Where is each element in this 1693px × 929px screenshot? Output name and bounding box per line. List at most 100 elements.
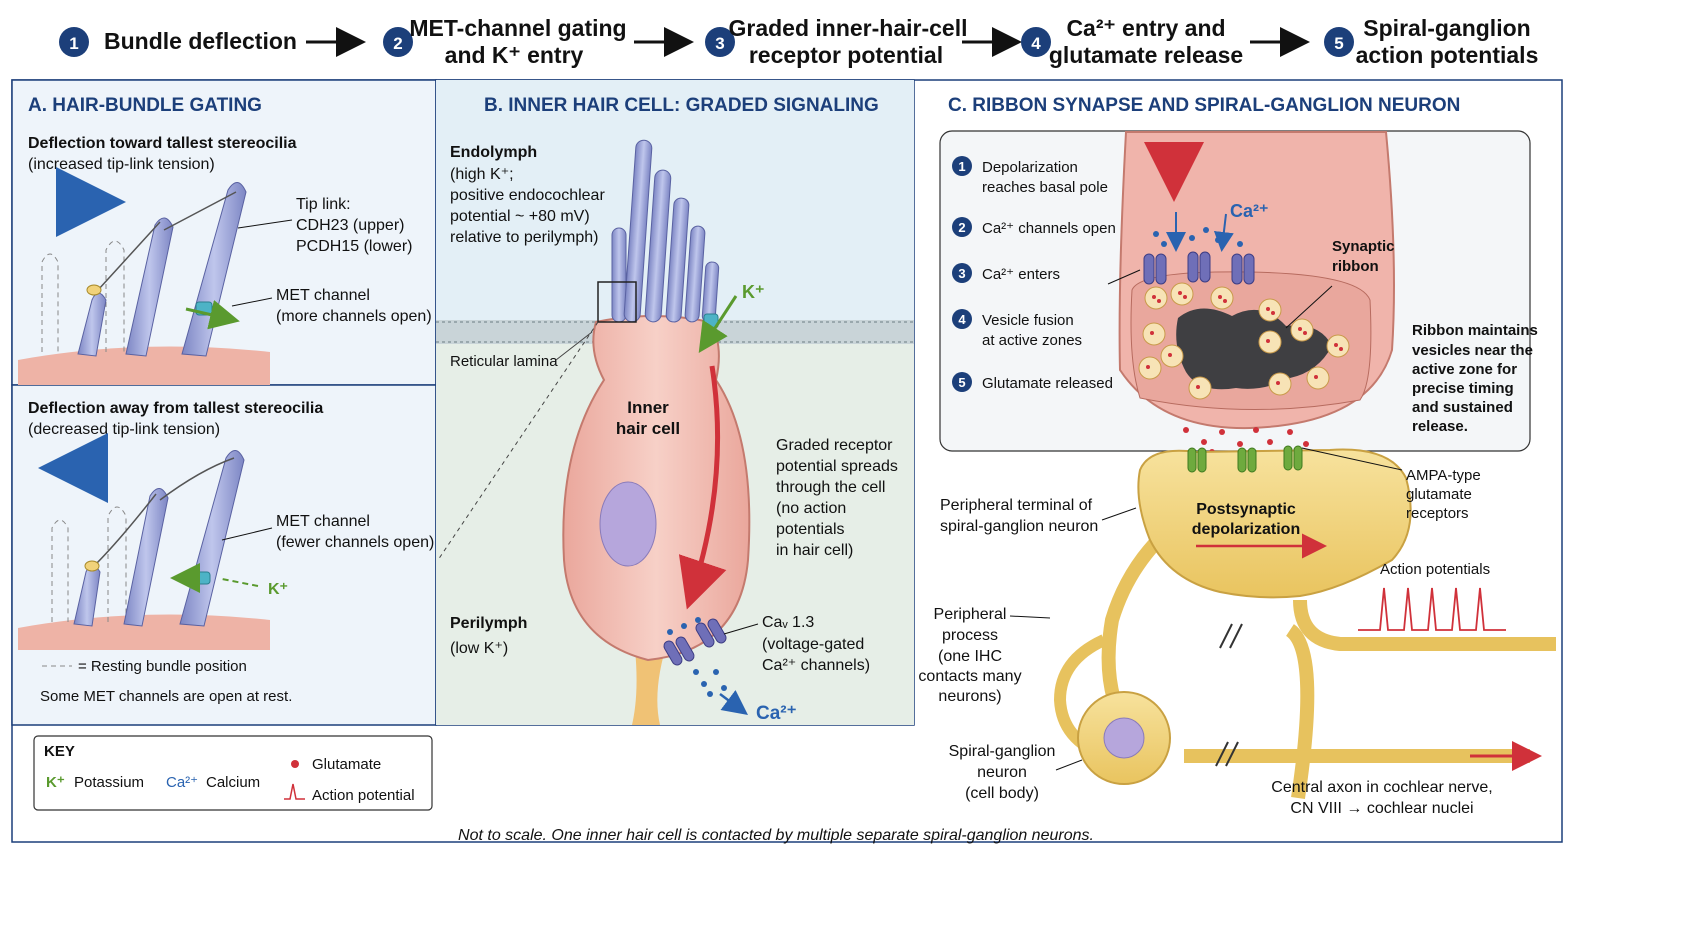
k-influx-arrow-top [185,300,240,330]
postsyn-label-1: Postsynaptic [1196,501,1296,518]
middle-stereocilium-top [125,217,174,357]
key-glutamate-text: Glutamate [312,756,381,773]
step-4-badge [1021,27,1051,57]
reticular-leader [555,331,593,361]
inset-step-1-number: 1 [958,159,965,174]
endolymph-label-5: relative to perilymph) [450,229,599,246]
ca-entry-arrow-b [719,690,748,715]
ca-label-inset: Ca²⁺ [1230,201,1269,221]
ihc-name-1: Inner [627,398,669,417]
graded-label-3: through the cell [776,479,885,496]
afferent-fiber [632,640,668,725]
process-label-2: process [942,627,998,644]
perilymph-label-2: (low K⁺) [450,640,508,657]
met-fewer-leader [221,527,273,541]
panel-a-note: Some MET channels are open at rest. [40,688,292,705]
terminal-collateral [1293,599,1556,651]
panel-b-title: B. INNER HAIR CELL: GRADED SIGNALING [484,95,879,116]
axon-label-2: CN VIII → cochlear nuclei [1290,800,1473,817]
step-2-label-line2: and K⁺ entry [445,42,584,68]
graded-label-2: potential spreads [776,458,898,475]
cav-channel-1a [663,640,683,666]
inset-step-3-line-1: Ca²⁺ enters [982,266,1060,283]
middle-stereocilium-bottom [123,488,169,627]
ihc-k-entry-arrow [698,295,738,354]
step-1-badge [59,27,89,57]
vesicle-glutamate-dots [1146,291,1343,389]
peripheral-terminal [1137,448,1412,599]
step-2-number: 2 [393,34,402,53]
step-5-badge [1324,27,1354,57]
ihc-nucleus [599,481,657,567]
ampa-label-2: glutamate [1406,486,1472,503]
ribbon-note-4: precise timing [1412,380,1514,397]
step-3-label-line1: Graded inner-hair-cell [728,15,967,41]
inset-steps: 1 Depolarization reaches basal pole 2 Ca… [952,156,1116,392]
step-3-badge [705,27,735,57]
step-4-label-line2: glutamate release [1049,42,1243,68]
tip-link-lower-bottom [93,493,157,567]
terminal-label-1: Peripheral terminal of [940,497,1093,514]
inset-step-1-line-2: reaches basal pole [982,179,1108,196]
met-fewer-label-2: (fewer channels open) [276,534,434,551]
ca-channels-inset [1143,251,1255,285]
tip-link-upper-top [163,191,237,231]
cav-label-1: Caᵥ 1.3 [762,614,814,631]
panel-a-top-heading-1: Deflection toward tallest stereocilia [28,135,297,152]
reticular-lamina-label: Reticular lamina [450,353,558,370]
peripheral-branch [1285,624,1315,800]
resting-stereocilium-1 [41,253,59,352]
cav-leader [723,623,759,635]
step-1-label: Bundle deflection [104,28,297,54]
key-k-symbol: K⁺ [46,774,65,791]
process-label-1: Peripheral [934,606,1007,623]
key-box: KEY K⁺ Potassium Ca²⁺ Calcium Glutamate … [33,735,433,811]
panel-b: B. INNER HAIR CELL: GRADED SIGNALING End… [436,95,914,725]
graded-label-4: (no action [776,500,846,517]
tip-link-label-2: CDH23 (upper) [296,217,404,234]
ribbon-label-2: ribbon [1332,258,1379,275]
step-bar: 1 Bundle deflection 2 MET-channel gating… [59,15,1538,68]
tip-link-upper-bottom [159,457,235,501]
ampa-label-3: receptors [1406,505,1469,522]
tip-link-leader [237,219,293,229]
resting-stereocilium-3 [51,519,69,622]
step-3: 3 Graded inner-hair-cell receptor potent… [705,15,968,68]
k-label-panel-a: K⁺ [268,581,288,598]
ampa-receptors [1187,445,1303,473]
inset-step-2-badge [952,217,972,237]
ihc-k-label: K⁺ [742,282,765,302]
terminal-label-2: spiral-ganglion neuron [940,518,1098,535]
step-2-label-line1: MET-channel gating [409,15,626,41]
graded-potential-arrow [678,365,727,610]
ca-ions-panel-b [667,617,727,697]
soma-nucleus [1103,717,1145,759]
bundle-zoom-box [597,281,637,323]
cav-channel-1b [675,636,695,662]
perilymph-label-1: Perilymph [450,615,527,632]
inset-step-1-badge [952,156,972,176]
break-mark-2a [1215,741,1229,767]
process-label-4: contacts many [918,668,1021,685]
ca-enters-leader [1107,269,1141,285]
step-5-label-line1: Spiral-ganglion [1363,15,1530,41]
postsyn-label-2: depolarization [1192,521,1300,538]
vesicle-cluster [1138,282,1350,400]
ribbon-note-3: active zone for [1412,361,1517,378]
tip-link-insertion-top [86,284,102,296]
met-open-label-1: MET channel [276,287,370,304]
cav-label-2: (voltage-gated [762,636,864,653]
k-influx-dashed [221,578,259,587]
resting-legend-text: = Resting bundle position [78,658,247,675]
inset-step-3-badge [952,263,972,283]
footer-note: Not to scale. One inner hair cell is con… [458,827,1094,844]
ap-label: Action potentials [1380,561,1490,578]
ribbon-note-2: vesicles near the [1412,342,1533,359]
ampa-leader [1301,447,1403,471]
key-ca-symbol: Ca²⁺ [166,774,198,791]
step-5: 5 Spiral-ganglion action potentials [1324,15,1538,68]
ribbon-leader [1285,285,1333,329]
resting-stereocilium-2 [105,240,125,352]
graded-label-5: potentials [776,521,845,538]
